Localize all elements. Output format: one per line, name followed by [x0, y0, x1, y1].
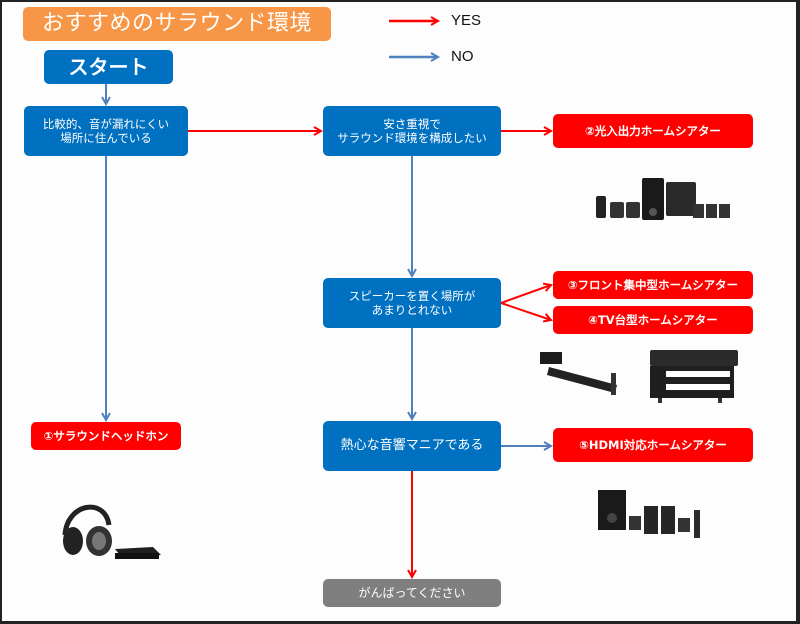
start-node: スタート	[44, 50, 173, 84]
question-4-line-1: 熱心な音響マニアである	[340, 437, 484, 453]
question-node-1: 比較的、音が漏れにくい場所に住んでいる	[24, 106, 188, 156]
question-1-line-1: 比較的、音が漏れにくい	[42, 116, 170, 131]
question-node-3: スピーカーを置く場所があまりとれない	[323, 278, 501, 328]
end-node: がんばってください	[323, 579, 501, 607]
question-node-4: 熱心な音響マニアである	[323, 421, 501, 471]
page-title: おすすめのサラウンド環境	[23, 7, 331, 41]
question-node-2: 安さ重視でサラウンド環境を構成したい	[323, 106, 501, 156]
product-image-tv-stand	[650, 350, 738, 403]
result-node-4: ④TV台型ホームシアター	[553, 306, 753, 334]
question-1-line-2: 場所に住んでいる	[60, 131, 152, 145]
result-node-1: ①サラウンドヘッドホン	[31, 422, 181, 450]
legend-yes-label: YES	[451, 12, 482, 29]
product-image-headphones	[62, 504, 161, 559]
question-3-line-1: スピーカーを置く場所が	[348, 288, 476, 303]
edge-q3-r3	[500, 285, 551, 304]
edge-q3-r4	[500, 302, 551, 320]
product-image-speaker-set	[596, 178, 730, 220]
legend-no-label: NO	[451, 48, 474, 65]
question-3-line-2: あまりとれない	[371, 303, 453, 317]
result-node-5: ⑤HDMI対応ホームシアター	[553, 428, 753, 462]
product-image-hdmi-speaker-set	[598, 490, 700, 538]
result-node-3: ③フロント集中型ホームシアター	[553, 271, 753, 299]
question-2-line-1: 安さ重視で	[383, 116, 441, 131]
product-image-sound-bar	[540, 352, 617, 395]
question-2-line-2: サラウンド環境を構成したい	[337, 131, 487, 145]
result-node-2: ②光入出力ホームシアター	[553, 114, 753, 148]
